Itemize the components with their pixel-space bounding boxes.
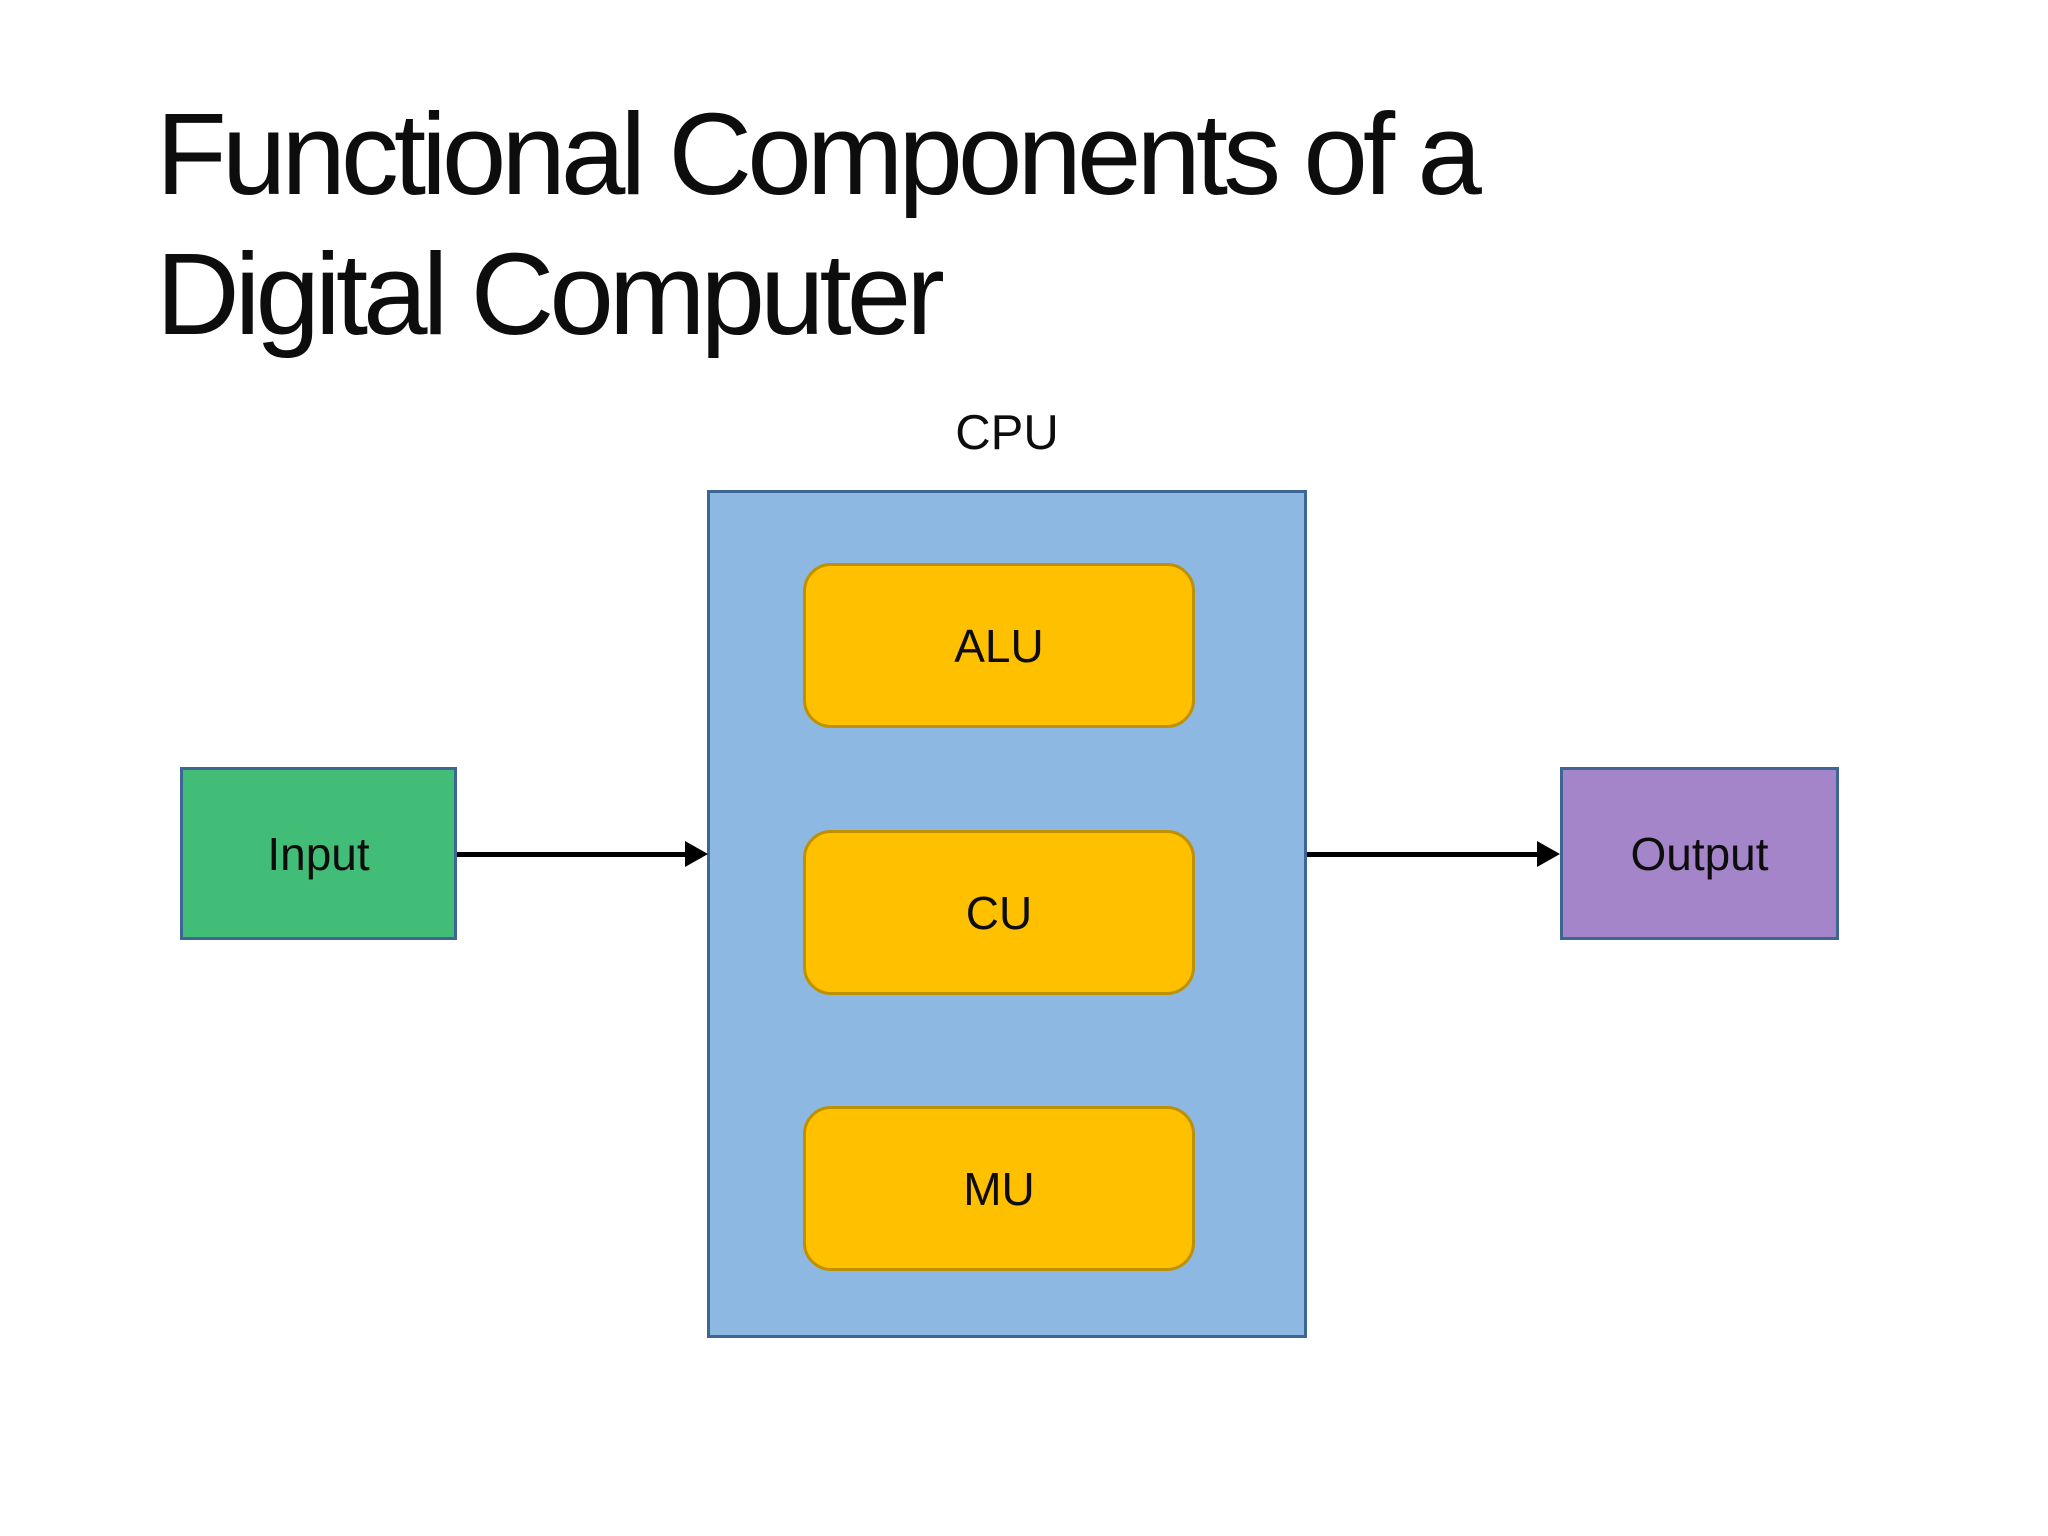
cpu-label: CPU	[955, 406, 1059, 460]
mu-label: MU	[963, 1162, 1035, 1215]
input-label: Input	[267, 827, 370, 880]
alu-box: ALU	[803, 563, 1195, 728]
arrowhead-right-icon	[1537, 841, 1560, 867]
cu-box: CU	[803, 830, 1195, 995]
arrow-input-to-cpu	[457, 838, 708, 870]
arrow-line	[1307, 852, 1539, 857]
cpu-container-box: ALU CU MU	[707, 490, 1307, 1338]
arrow-line	[457, 852, 687, 857]
alu-label: ALU	[954, 619, 1044, 672]
cu-label: CU	[965, 886, 1033, 939]
arrow-cpu-to-output	[1307, 838, 1560, 870]
output-box: Output	[1560, 767, 1839, 940]
slide-title-line-1: Functional Components of a	[156, 89, 1482, 219]
arrowhead-right-icon	[685, 841, 708, 867]
mu-box: MU	[803, 1106, 1195, 1271]
output-label: Output	[1630, 827, 1769, 880]
slide-title-line-2: Digital Computer	[156, 229, 945, 359]
input-box: Input	[180, 767, 457, 940]
